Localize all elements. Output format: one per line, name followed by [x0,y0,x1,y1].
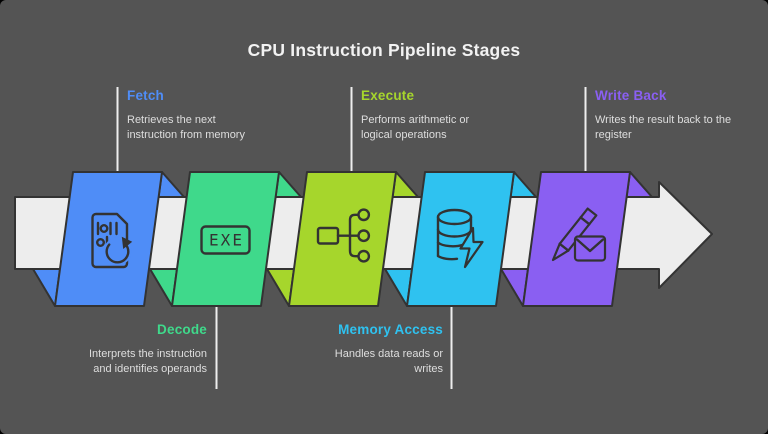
stage-name: Execute [361,88,415,103]
pencil-envelope-icon [551,207,607,262]
stage-label-memory-access: Memory Access Handles data reads or writ… [273,322,443,376]
stage-name: Write Back [595,88,667,103]
stage-ribbon-execute [266,171,419,307]
page-title: CPU Instruction Pipeline Stages [247,40,521,60]
stage-ribbon-fetch [32,171,185,307]
stage-name: Decode [157,322,207,337]
stage-ribbon-memory-access [384,171,537,307]
stage-name: Memory Access [338,322,443,337]
binary-document-refresh-icon [91,212,133,269]
stage-description: Retrieves the next instruction from memo… [127,114,245,141]
stage-label-fetch: Fetch Retrieves the next instruction fro… [127,88,287,142]
ribbon-face [54,171,163,307]
branch-flow-icon [316,208,371,263]
stage-description: Writes the result back to the register [595,114,732,141]
exe-box-icon: EXE [200,225,251,255]
ribbon-face [171,171,280,307]
svg-text:EXE: EXE [209,231,244,250]
stage-label-execute: Execute Performs arithmetic or logical o… [361,88,521,142]
stage-description: Interprets the instruction and identifie… [88,348,207,375]
stage-description: Handles data reads or writes [334,348,443,375]
stage-label-write-back: Write Back Writes the result back to the… [595,88,751,142]
stage-description: Performs arithmetic or logical operation… [361,114,470,141]
stage-label-decode: Decode Interprets the instruction and id… [37,322,207,376]
database-bolt-icon [436,208,484,269]
stage-ribbon-decode: EXE [149,171,302,307]
ribbon-face [288,171,397,307]
stage-ribbon-write-back [500,171,653,307]
ribbon-face [406,171,515,307]
stage-name: Fetch [127,88,165,103]
